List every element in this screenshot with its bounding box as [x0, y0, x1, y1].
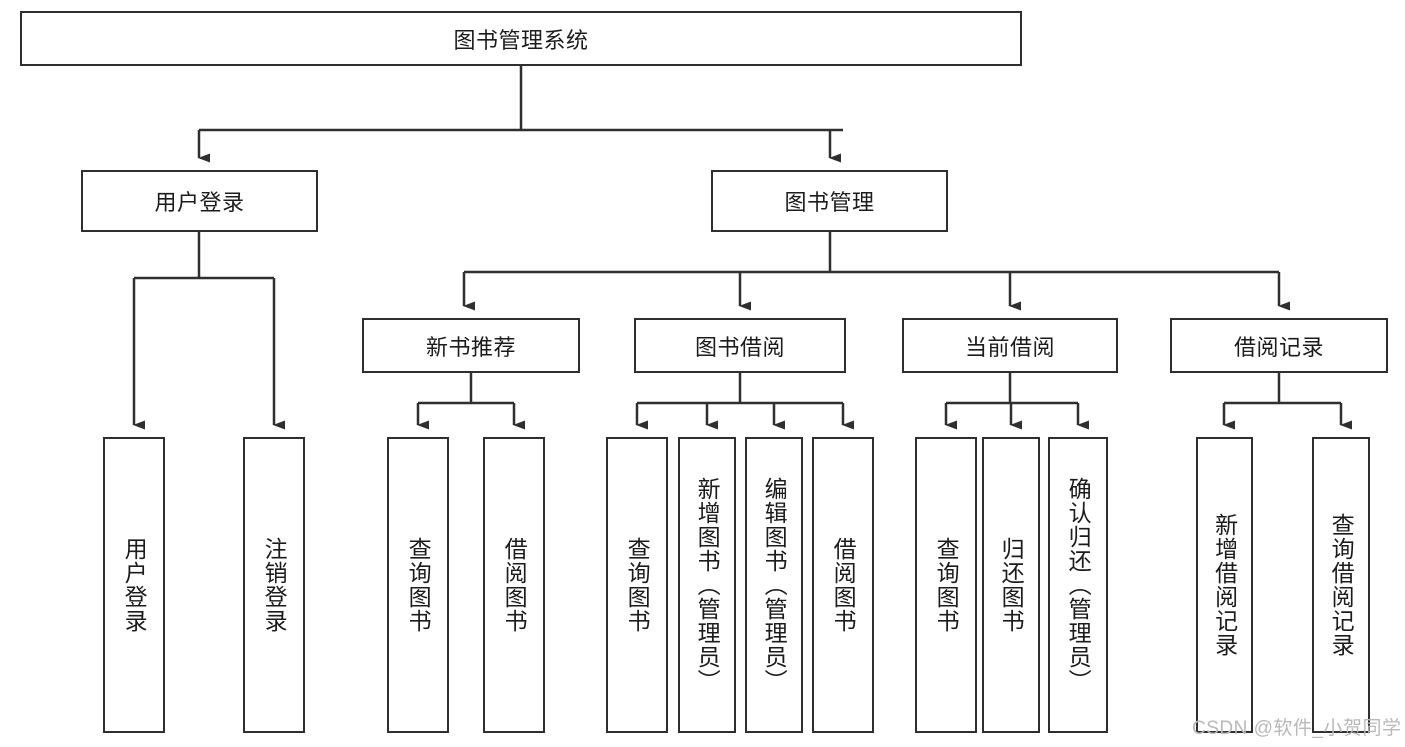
csdn-watermark: CSDN @软件_小贺同学	[1192, 718, 1402, 739]
node-root-label: 图书管理系统	[453, 27, 589, 53]
node-borrow-record-label: 借阅记录	[1233, 334, 1324, 360]
node-leaf-query-book-3[interactable]: 查询图书	[915, 437, 977, 733]
node-root[interactable]: 图书管理系统	[20, 11, 1022, 66]
node-leaf-query-record-label: 查询借阅记录	[1328, 513, 1355, 657]
node-leaf-user-logout-label: 注销登录	[261, 537, 288, 633]
node-new-book-rec[interactable]: 新书推荐	[362, 318, 580, 373]
node-leaf-borrow-book-2-label: 借阅图书	[830, 537, 857, 633]
node-user-login[interactable]: 用户登录	[81, 170, 318, 232]
node-user-login-label: 用户登录	[154, 190, 245, 215]
node-book-borrow-label: 图书借阅	[694, 334, 785, 360]
node-leaf-edit-book-label: 编辑图书（管理员）	[761, 477, 788, 693]
node-leaf-user-login-label: 用户登录	[121, 537, 148, 633]
node-leaf-borrow-book-1[interactable]: 借阅图书	[483, 437, 545, 733]
node-leaf-add-record[interactable]: 新增借阅记录	[1196, 437, 1253, 733]
node-leaf-user-login[interactable]: 用户登录	[103, 437, 165, 733]
node-borrow-record[interactable]: 借阅记录	[1170, 318, 1388, 373]
node-leaf-user-logout[interactable]: 注销登录	[243, 437, 305, 733]
node-leaf-query-book-2[interactable]: 查询图书	[606, 437, 668, 733]
node-leaf-add-record-label: 新增借阅记录	[1211, 513, 1238, 657]
node-leaf-query-book-2-label: 查询图书	[624, 537, 651, 633]
node-leaf-edit-book[interactable]: 编辑图书（管理员）	[745, 437, 803, 733]
node-current-borrow[interactable]: 当前借阅	[902, 318, 1118, 373]
node-leaf-query-book-3-label: 查询图书	[933, 537, 960, 633]
node-current-borrow-label: 当前借阅	[964, 334, 1055, 360]
node-leaf-borrow-book-2[interactable]: 借阅图书	[812, 437, 874, 733]
node-leaf-add-book-label: 新增图书（管理员）	[694, 477, 721, 693]
node-book-borrow[interactable]: 图书借阅	[634, 318, 846, 373]
node-leaf-confirm-return[interactable]: 确认归还（管理员）	[1048, 437, 1108, 733]
node-leaf-query-book-1-label: 查询图书	[405, 537, 432, 633]
node-leaf-add-book[interactable]: 新增图书（管理员）	[678, 437, 736, 733]
node-leaf-query-book-1[interactable]: 查询图书	[387, 437, 449, 733]
node-book-manage-label: 图书管理	[784, 190, 875, 215]
node-leaf-query-record[interactable]: 查询借阅记录	[1312, 437, 1370, 733]
node-new-book-rec-label: 新书推荐	[425, 334, 516, 360]
node-leaf-return-book-label: 归还图书	[998, 537, 1025, 633]
node-book-manage[interactable]: 图书管理	[711, 170, 948, 232]
node-leaf-confirm-return-label: 确认归还（管理员）	[1065, 477, 1092, 693]
node-leaf-borrow-book-1-label: 借阅图书	[501, 537, 528, 633]
node-leaf-return-book[interactable]: 归还图书	[982, 437, 1040, 733]
